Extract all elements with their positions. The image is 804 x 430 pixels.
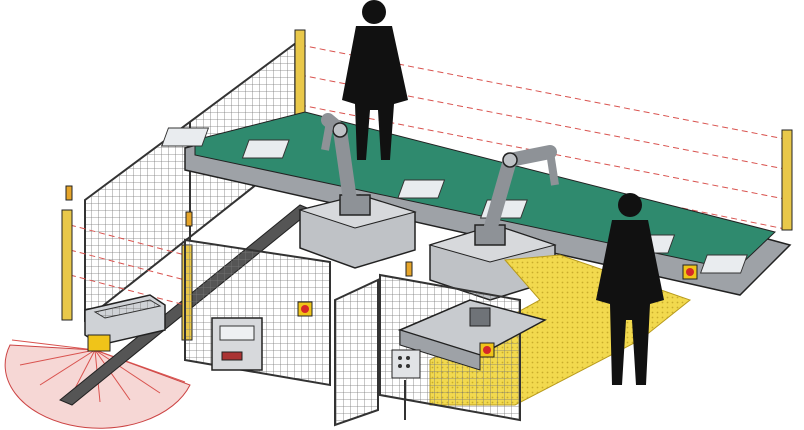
robot-arm-icon [474, 145, 559, 246]
stack-light-icon [65, 185, 413, 277]
light-curtain-post [61, 209, 73, 321]
control-panel-icon [211, 317, 263, 371]
pendant-keypad-icon [391, 349, 421, 420]
person-silhouette-icon [596, 193, 664, 385]
emergency-stop-icon [297, 301, 313, 317]
hmi-screen [469, 307, 491, 327]
laser-scanner-icon [84, 294, 166, 352]
laser-scanner-field [4, 339, 191, 429]
emergency-stop-icon [682, 264, 698, 280]
light-curtain-post [781, 129, 793, 231]
fence-door [334, 278, 379, 427]
person-silhouette-icon [342, 0, 408, 160]
emergency-stop-icon [479, 342, 495, 358]
robot-arm-icon [321, 113, 371, 216]
workstation-table [397, 299, 548, 371]
